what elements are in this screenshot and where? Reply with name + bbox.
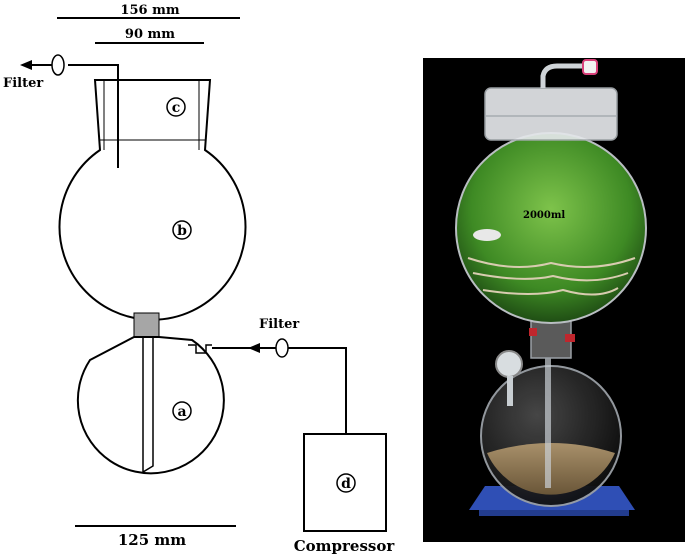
photo-clamp-left [529, 328, 537, 336]
photo-flask-marking: 2000ml [523, 210, 565, 221]
photo-connector [530, 319, 572, 359]
photo-side-tube [507, 376, 513, 406]
photo-top-cap [484, 87, 618, 141]
bioreactor-diagram: 156 mm 90 mm 125 mm Filter Filter Compre… [3, 3, 396, 555]
marker-d: d [336, 473, 356, 493]
marker-c: c [166, 97, 186, 117]
compressor-line [288, 347, 347, 434]
dim-label-125: 125 mm [118, 531, 186, 549]
marker-a: a [172, 401, 192, 421]
connector-joint [133, 312, 160, 339]
photo-roots [467, 257, 636, 296]
photo-label-spot [473, 229, 501, 241]
svg-text:c: c [172, 100, 181, 116]
photo-top-filter-icon [582, 59, 598, 75]
dim-label-90: 90 mm [125, 27, 175, 42]
photo-inner-tube [545, 358, 551, 488]
arrow-left-icon [20, 60, 32, 70]
photo-upper-flask [455, 132, 647, 324]
filter-right-label: Filter [259, 317, 299, 332]
photo-clamp-right [565, 334, 575, 342]
photo-side-filter-icon [495, 350, 523, 378]
svg-text:b: b [177, 223, 187, 239]
upper-flask [58, 79, 247, 321]
lower-flask [76, 336, 225, 475]
compressor-label: Compressor [294, 537, 396, 555]
filter-top-label: Filter [3, 76, 43, 91]
marker-b: b [172, 220, 192, 240]
arrow-inlet-icon [248, 343, 260, 353]
photo-top-tube [540, 63, 583, 88]
outlet-tube [68, 64, 119, 168]
inner-tube [142, 338, 154, 474]
filter-top-icon [51, 54, 65, 76]
filter-right-icon [275, 338, 289, 358]
dim-label-156: 156 mm [120, 3, 179, 18]
side-inlet [188, 344, 212, 354]
bioreactor-photo: 2000ml [423, 58, 685, 542]
blue-stand-foot [479, 510, 629, 516]
svg-text:d: d [341, 476, 351, 492]
svg-text:a: a [177, 404, 186, 420]
